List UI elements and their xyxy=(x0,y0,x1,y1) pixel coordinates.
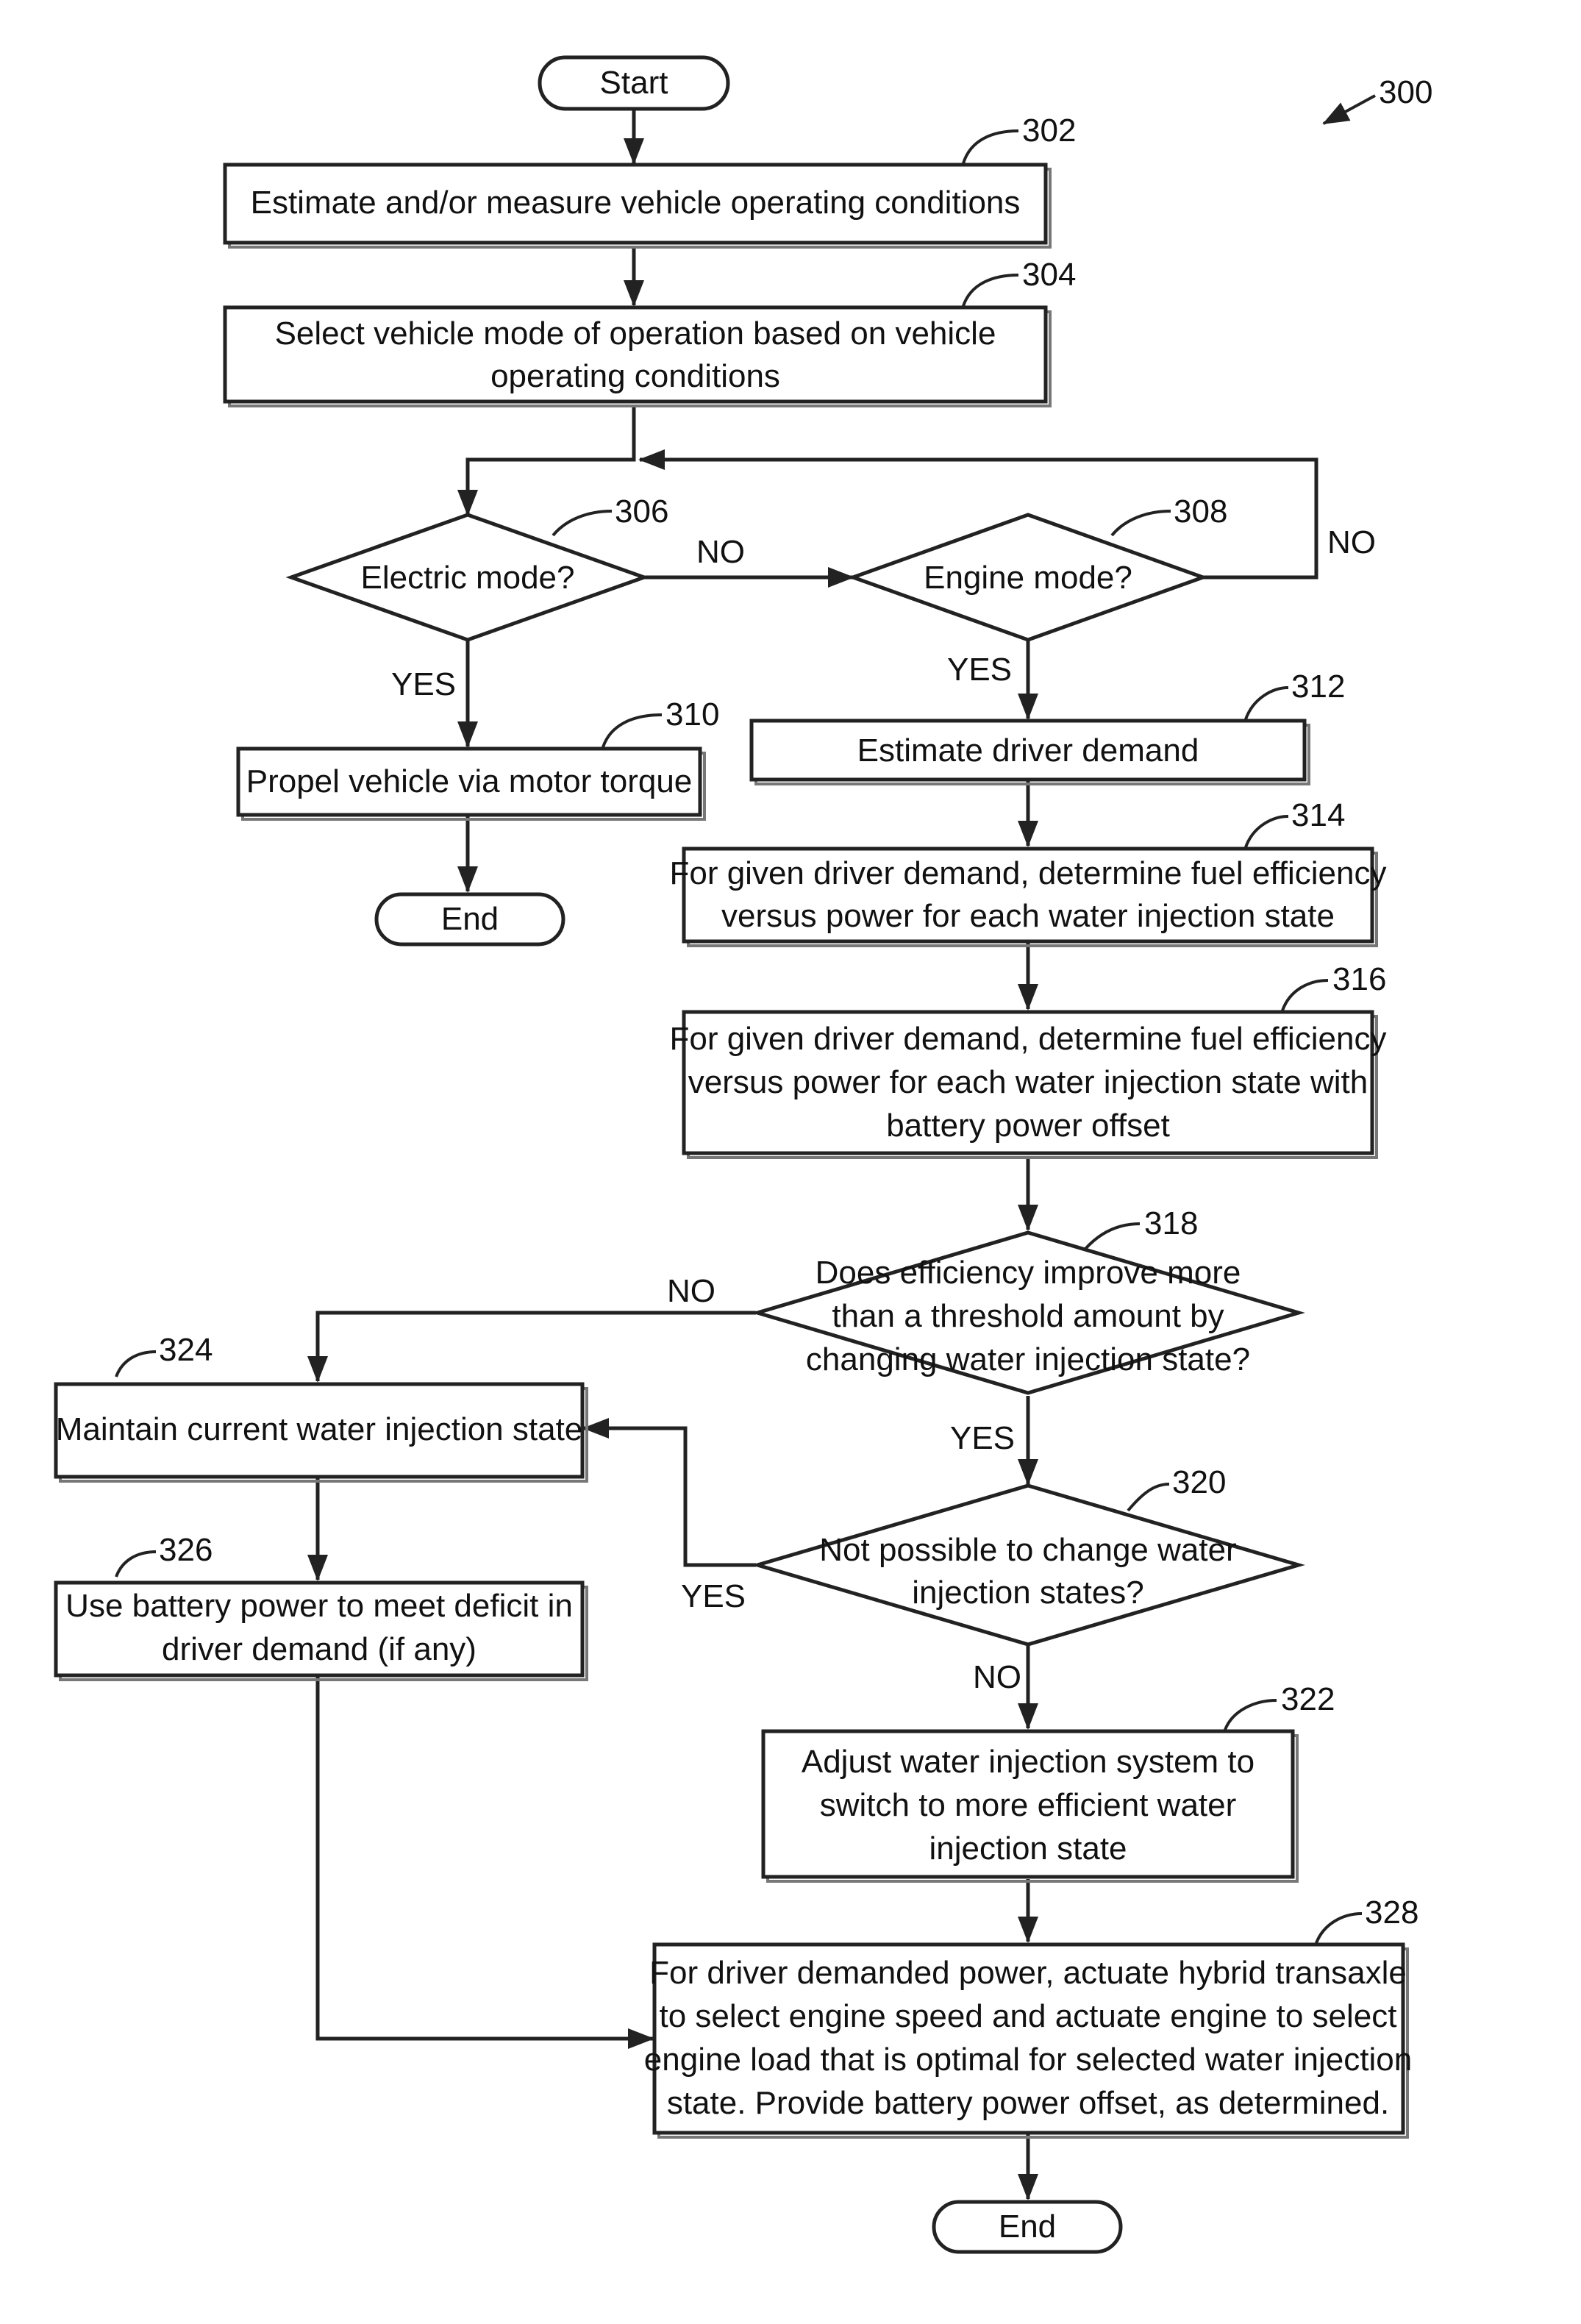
edge-304-306 xyxy=(468,404,634,515)
end2-label: End xyxy=(999,2209,1056,2245)
box-326-ref: 326 xyxy=(159,1532,213,1568)
box-304-line-0: Select vehicle mode of operation based o… xyxy=(275,316,996,352)
box-302-ref: 302 xyxy=(1022,113,1076,149)
box-316-ref: 316 xyxy=(1332,961,1386,997)
box-302: Estimate and/or measure vehicle operatin… xyxy=(225,113,1076,247)
label-308-yes: YES xyxy=(947,652,1012,688)
decision-318-line-2: changing water injection state? xyxy=(806,1341,1250,1377)
decision-306-line-0: Electric mode? xyxy=(360,560,574,596)
label-318-no: NO xyxy=(667,1273,715,1309)
box-304-ref: 304 xyxy=(1022,257,1076,293)
decision-318-line-1: than a threshold amount by xyxy=(832,1298,1224,1334)
box-310-line-0: Propel vehicle via motor torque xyxy=(246,763,693,799)
box-322-line-2: injection state xyxy=(929,1831,1127,1867)
box-328-line-2: engine load that is optimal for selected… xyxy=(644,2042,1412,2078)
figure-reference: 300 xyxy=(1324,74,1432,124)
box-314-line-0: For given driver demand, determine fuel … xyxy=(669,855,1386,891)
box-314-line-1: versus power for each water injection st… xyxy=(721,898,1335,934)
label-318-yes: YES xyxy=(950,1420,1015,1456)
label-306-yes: YES xyxy=(391,666,456,702)
end-terminal-1: End xyxy=(376,894,563,944)
box-328-line-1: to select engine speed and actuate engin… xyxy=(660,1998,1397,2034)
box-304-line-1: operating conditions xyxy=(490,358,780,394)
decision-306: Electric mode? 306 xyxy=(291,493,668,640)
label-308-no: NO xyxy=(1327,524,1376,560)
box-316-line-2: battery power offset xyxy=(886,1108,1170,1144)
decision-308-line-0: Engine mode? xyxy=(924,560,1132,596)
box-324-line-0: Maintain current water injection state xyxy=(56,1411,583,1447)
figure-ref-label: 300 xyxy=(1379,74,1432,110)
start-terminal: Start xyxy=(540,57,728,109)
decision-320-ref: 320 xyxy=(1172,1464,1226,1500)
decision-318: Does efficiency improve more than a thre… xyxy=(757,1205,1299,1393)
box-326-line-1: driver demand (if any) xyxy=(162,1631,477,1667)
box-328-line-3: state. Provide battery power offset, as … xyxy=(667,2085,1389,2121)
decision-306-ref: 306 xyxy=(615,493,668,530)
decision-308-ref: 308 xyxy=(1174,493,1227,530)
box-302-line-0: Estimate and/or measure vehicle operatin… xyxy=(251,185,1021,221)
box-304: Select vehicle mode of operation based o… xyxy=(225,257,1076,406)
box-314-ref: 314 xyxy=(1291,797,1345,833)
decision-318-line-0: Does efficiency improve more xyxy=(816,1255,1241,1291)
box-326: Use battery power to meet deficit in dri… xyxy=(56,1532,587,1680)
box-324: Maintain current water injection state 3… xyxy=(56,1332,587,1481)
box-312-line-0: Estimate driver demand xyxy=(857,733,1199,769)
box-328-line-0: For driver demanded power, actuate hybri… xyxy=(649,1955,1407,1991)
box-328: For driver demanded power, actuate hybri… xyxy=(644,1895,1419,2137)
box-322: Adjust water injection system to switch … xyxy=(763,1681,1335,1881)
box-316-line-1: versus power for each water injection st… xyxy=(688,1064,1368,1100)
box-322-ref: 322 xyxy=(1281,1681,1335,1717)
box-310: Propel vehicle via motor torque 310 xyxy=(238,696,719,819)
edge-318-324 xyxy=(318,1313,756,1381)
end1-label: End xyxy=(441,901,499,937)
decision-320: Not possible to change water injection s… xyxy=(757,1464,1299,1644)
label-306-no: NO xyxy=(696,534,745,570)
box-312: Estimate driver demand 312 xyxy=(752,669,1345,784)
box-310-ref: 310 xyxy=(665,696,719,733)
start-label: Start xyxy=(600,65,668,101)
box-316-line-0: For given driver demand, determine fuel … xyxy=(669,1021,1386,1057)
end-terminal-2: End xyxy=(934,2202,1121,2252)
label-320-no: NO xyxy=(973,1659,1021,1695)
decision-320-line-0: Not possible to change water xyxy=(819,1532,1236,1568)
decision-308: Engine mode? 308 xyxy=(853,493,1227,640)
decision-318-ref: 318 xyxy=(1144,1205,1198,1241)
edge-326-328 xyxy=(318,1675,653,2039)
box-328-ref: 328 xyxy=(1365,1895,1418,1931)
edge-320-324 xyxy=(584,1428,756,1565)
label-320-yes: YES xyxy=(681,1578,746,1614)
box-312-ref: 312 xyxy=(1291,669,1345,705)
decision-320-line-1: injection states? xyxy=(912,1575,1144,1611)
box-324-ref: 324 xyxy=(159,1332,213,1368)
box-322-line-0: Adjust water injection system to xyxy=(802,1744,1255,1780)
box-326-line-0: Use battery power to meet deficit in xyxy=(65,1588,573,1624)
box-322-line-1: switch to more efficient water xyxy=(820,1787,1237,1823)
